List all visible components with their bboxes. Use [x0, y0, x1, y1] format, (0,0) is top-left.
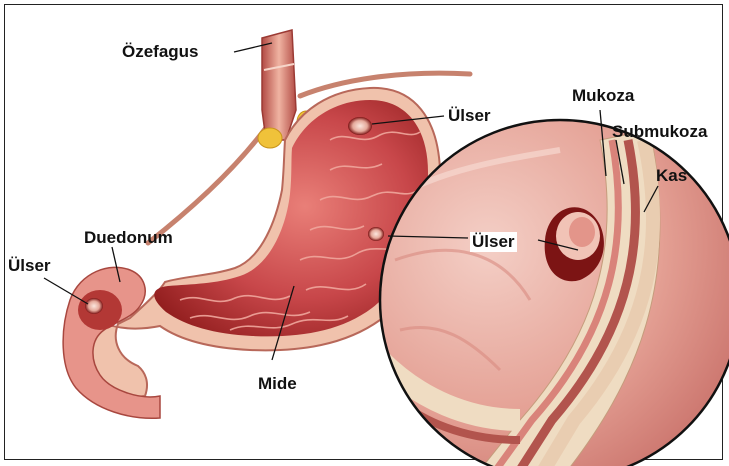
label-ulser-mid: Ülser	[470, 232, 517, 252]
label-kas: Kas	[656, 166, 687, 186]
ulcer-top	[348, 117, 372, 135]
fat-left	[258, 128, 282, 148]
label-mide: Mide	[258, 374, 297, 394]
label-duedonum: Duedonum	[84, 228, 173, 248]
ulcer-center	[368, 227, 384, 241]
label-ulser-top: Ülser	[448, 106, 491, 126]
label-ozefagus: Özefagus	[122, 42, 199, 62]
label-mukoza: Mukoza	[572, 86, 634, 106]
esophagus	[262, 30, 296, 140]
ulcer-duodenum	[85, 298, 103, 314]
label-ulser-left: Ülser	[8, 256, 51, 276]
label-submukoza: Submukoza	[612, 122, 707, 142]
